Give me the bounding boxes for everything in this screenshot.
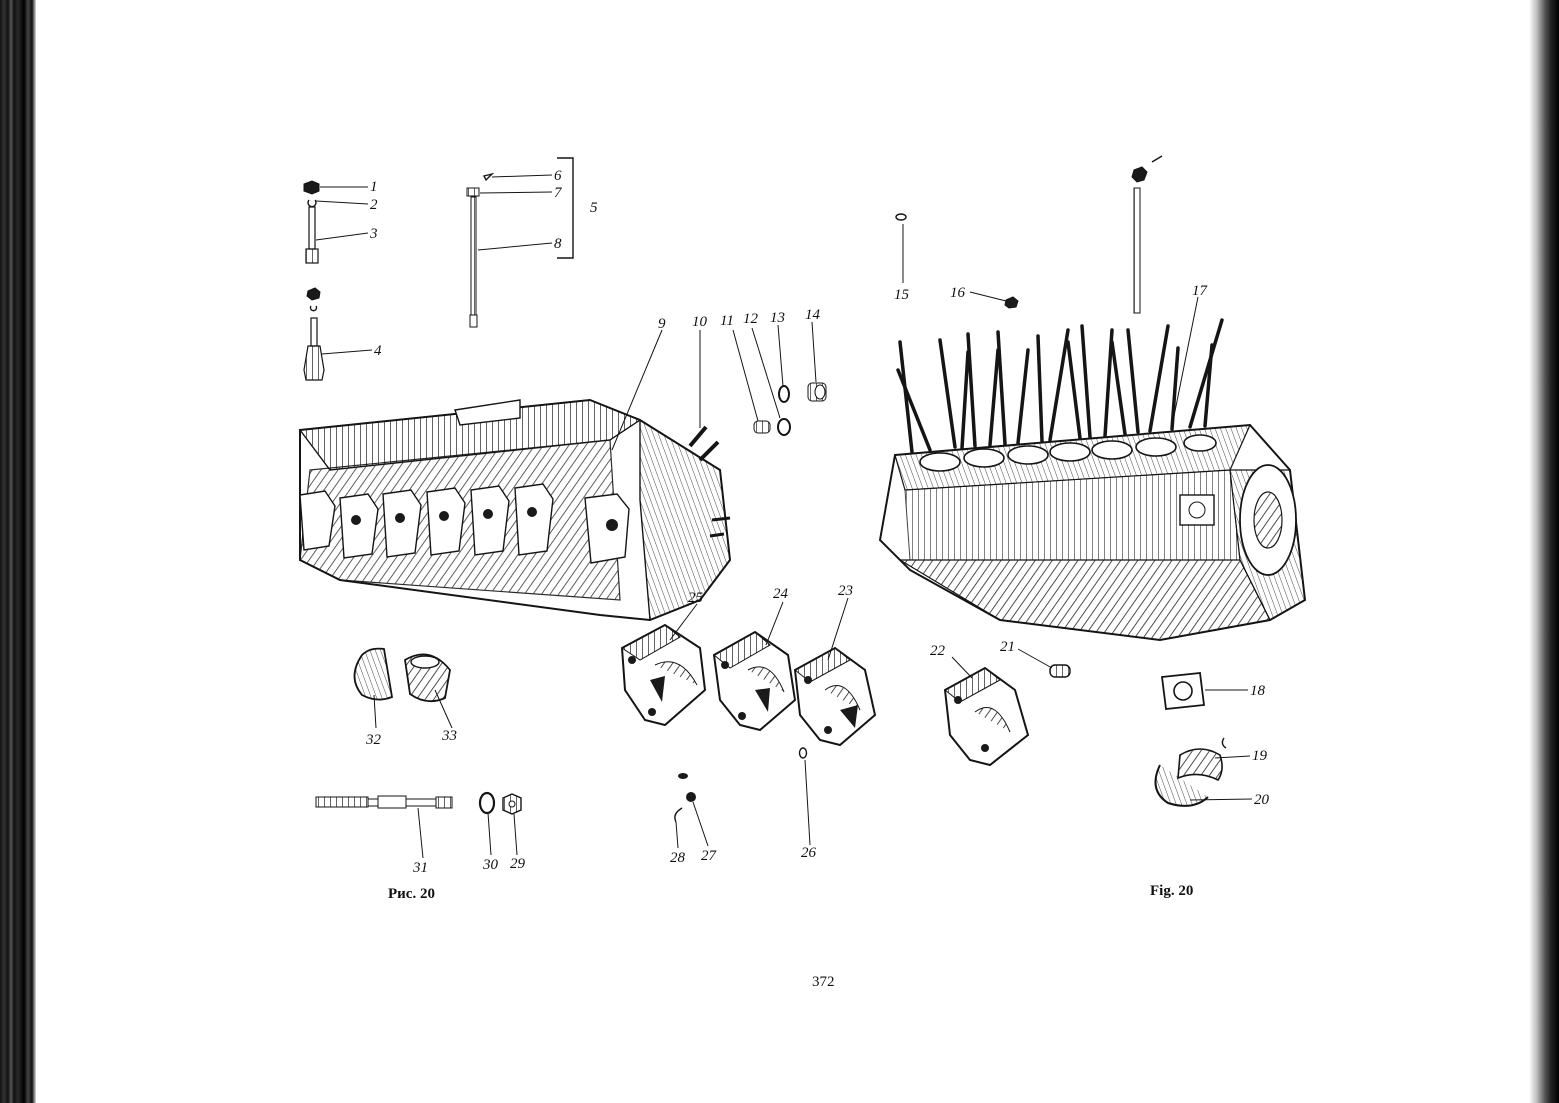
callout-33: 33 <box>441 728 457 744</box>
callout-20: 20 <box>1254 792 1270 808</box>
callout-2: 2 <box>370 197 378 213</box>
part-3-stud <box>305 206 319 264</box>
callout-18: 18 <box>1250 683 1266 699</box>
part-22-bearing-cap <box>943 666 1030 767</box>
callout-31: 31 <box>412 860 428 876</box>
part-32-33-main-bearing-shells <box>353 647 451 703</box>
part-4-stud-assembly <box>303 287 325 381</box>
part-28-cotter-pin <box>674 807 683 823</box>
part-11-bushing <box>753 420 771 434</box>
callout-15: 15 <box>894 287 910 303</box>
callout-19: 19 <box>1252 748 1268 764</box>
callout-11: 11 <box>720 313 734 329</box>
part-21-dowel <box>1049 664 1071 678</box>
part-23-bearing-cap <box>793 646 877 747</box>
group-bracket-5 <box>557 157 574 259</box>
part-30-washer <box>478 791 496 815</box>
part-27-nut <box>678 773 696 802</box>
top-stud-assembly <box>1131 155 1163 314</box>
callout-27: 27 <box>701 848 718 864</box>
book-binding-shadow-left <box>0 0 36 1103</box>
callout-22: 22 <box>930 643 946 659</box>
callout-13: 13 <box>770 310 785 326</box>
callout-32: 32 <box>365 732 382 748</box>
callout-16: 16 <box>950 285 966 301</box>
callout-7: 7 <box>554 185 563 201</box>
figure-caption-english: Fig. 20 <box>1150 883 1194 899</box>
part-8-long-bolt <box>469 196 478 328</box>
callout-6: 6 <box>554 168 562 184</box>
part-29-castle-nut <box>502 793 522 815</box>
callout-3: 3 <box>369 226 378 242</box>
part-17-cylinder-block <box>878 318 1307 642</box>
part-16-nut <box>1004 296 1019 309</box>
part-13-washer <box>778 385 790 403</box>
part-2-ring <box>307 199 317 208</box>
callout-23: 23 <box>838 583 853 599</box>
callout-24: 24 <box>773 586 789 602</box>
callout-5: 5 <box>590 200 598 216</box>
part-7-bolt-head <box>466 187 480 197</box>
part-24-bearing-cap <box>712 630 797 732</box>
callout-12: 12 <box>743 311 759 327</box>
part-1-nut <box>303 180 320 195</box>
callout-17: 17 <box>1192 283 1209 299</box>
part-14-plug <box>807 382 827 402</box>
part-15-washer <box>895 213 907 221</box>
callout-4: 4 <box>374 343 382 359</box>
figure-caption-russian: Рис. 20 <box>388 886 435 902</box>
callout-9: 9 <box>658 316 666 332</box>
part-9-crankcase-upper-half <box>298 398 732 622</box>
callout-30: 30 <box>482 857 499 873</box>
part-19-20-bearing-shells <box>1154 737 1227 807</box>
callout-28: 28 <box>670 850 686 866</box>
callout-10: 10 <box>692 314 708 330</box>
callout-1: 1 <box>370 179 378 195</box>
callout-21: 21 <box>1000 639 1015 655</box>
part-12-washer <box>777 418 791 436</box>
callout-labels: 1 2 3 4 5 6 7 8 9 10 11 12 13 14 15 16 1… <box>365 168 1270 876</box>
callout-25: 25 <box>688 590 704 606</box>
callout-29: 29 <box>510 856 526 872</box>
callout-8: 8 <box>554 236 562 252</box>
part-18-flange <box>1160 672 1206 710</box>
part-25-bearing-cap <box>620 623 707 727</box>
callout-14: 14 <box>805 307 821 323</box>
page-number: 372 <box>812 974 835 990</box>
callout-26: 26 <box>801 845 817 861</box>
part-26-washer <box>798 747 808 759</box>
part-6-cotter-pin <box>482 172 495 182</box>
part-31-tie-rod <box>315 795 453 809</box>
leader-lines <box>315 174 1253 859</box>
book-binding-shadow-right <box>1529 0 1559 1103</box>
